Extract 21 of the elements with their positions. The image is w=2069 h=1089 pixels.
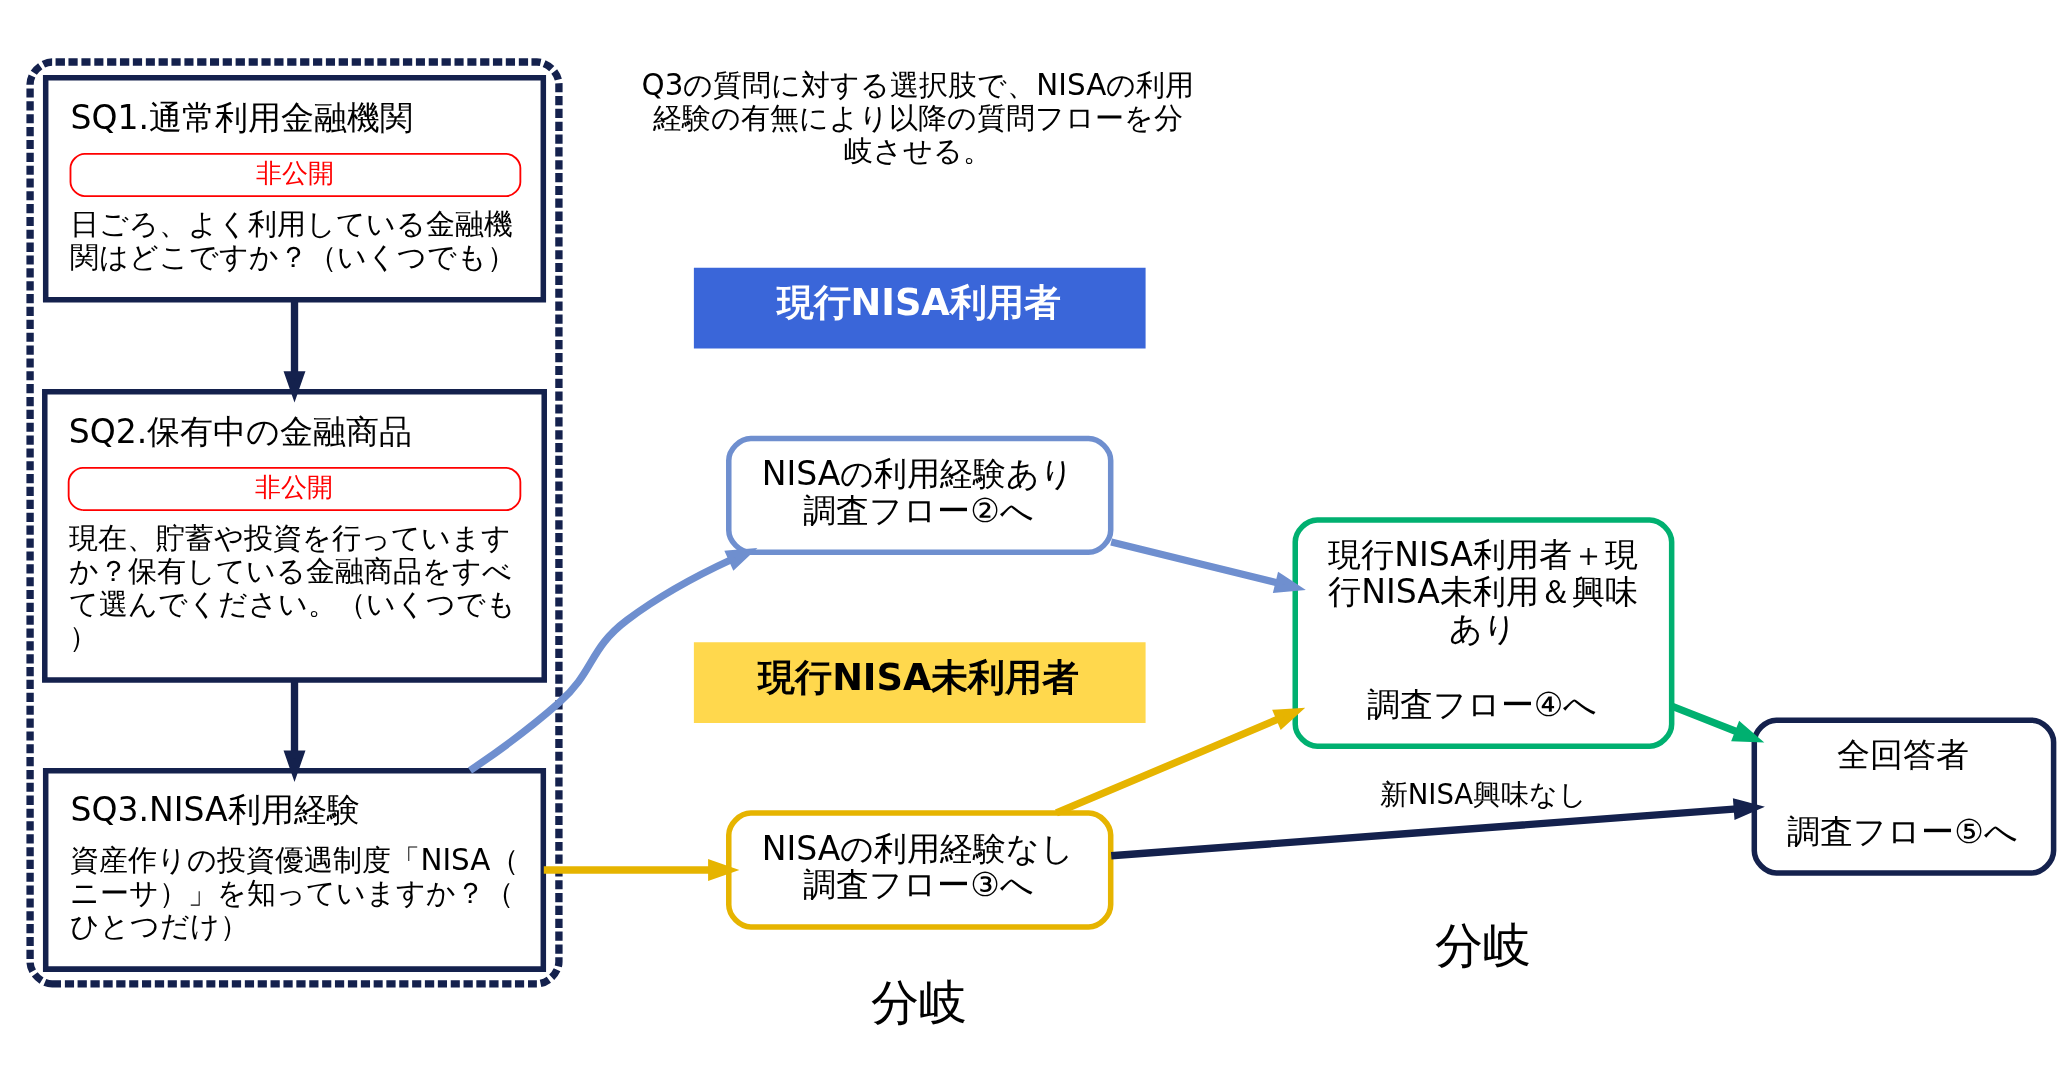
arrow (468, 547, 758, 774)
label: 分岐 (1434, 918, 1531, 974)
node-box: SQ1.通常利用金融機関 非公開 日ごろ、よく利用している金融機関はどこですか？（いくつでも） (42, 74, 547, 303)
node-box: 全回答者 調査フロー⑤へ (1751, 717, 2057, 876)
arrow (1110, 538, 1306, 594)
node-box: 現行NISA利用者＋現行NISA未利用＆興味あり 調査フロー④へ (1292, 517, 1675, 749)
edge-label: 新NISA興味なし (1379, 777, 1588, 810)
node-box: 現行NISA未利用者 (693, 642, 1146, 724)
cluster (26, 58, 563, 988)
label: 分岐 (871, 975, 968, 1031)
arrow (283, 680, 306, 782)
arrow (283, 300, 306, 403)
node-box: NISAの利用経験なし調査フロー③へ (726, 810, 1114, 930)
node-box: SQ3.NISA利用経験 資産作りの投資優遇制度「NISA（ニーサ）」を知っていますか？（ひとつだけ） (42, 768, 547, 972)
node-box: NISAの利用経験あり調査フロー②へ (726, 435, 1114, 556)
arrow (1055, 707, 1306, 817)
node-box: SQ2.保有中の金融商品 非公開 現在、貯蓄や投資を行っていますか？保有している金融商品をすべて選んでください。（いくつでも） (42, 388, 547, 683)
arrow (543, 859, 740, 881)
node-box: 現行NISA利用者 (693, 267, 1146, 349)
label: Q3の質問に対する選択肢で、NISAの利用経験の有無により以降の質問フローを分岐させる。 (641, 67, 1195, 168)
arrow (1110, 798, 1765, 860)
